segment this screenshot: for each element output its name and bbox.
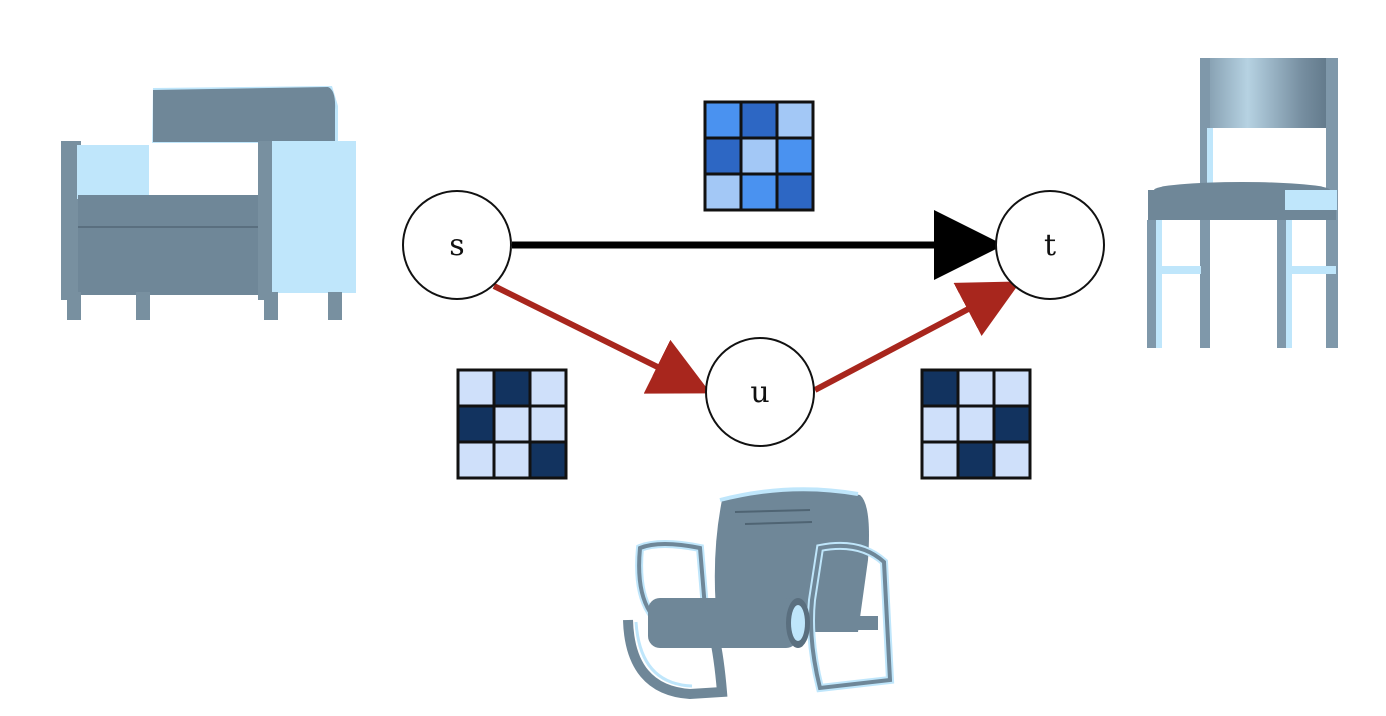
matrix-top-cell-0-0 bbox=[703, 100, 743, 140]
matrix-top-cell-1-0 bbox=[703, 136, 743, 176]
matrix-top-cell-1-1 bbox=[739, 136, 779, 176]
matrix-left-cell-2-1 bbox=[492, 440, 532, 480]
node-t-circle bbox=[995, 190, 1105, 300]
matrix-left-cell-0-1 bbox=[492, 368, 532, 408]
matrix-left-cell-1-2 bbox=[528, 404, 568, 444]
matrix-right-cell-1-2 bbox=[992, 404, 1032, 444]
matrix-left-cell-2-0 bbox=[456, 440, 496, 480]
edge-u-to-t bbox=[813, 281, 1021, 393]
matrix-left-cell-0-0 bbox=[456, 368, 496, 408]
matrix-right-cell-0-2 bbox=[992, 368, 1032, 408]
matrix-top bbox=[703, 100, 815, 212]
matrix-right bbox=[920, 368, 1032, 480]
matrix-left-cell-1-0 bbox=[456, 404, 496, 444]
matrix-right-cell-2-2 bbox=[992, 440, 1032, 480]
matrix-top-cell-0-2 bbox=[775, 100, 815, 140]
side-chair-icon bbox=[1147, 58, 1338, 348]
matrix-left bbox=[456, 368, 568, 480]
node-u-circle bbox=[705, 337, 815, 447]
lounge-chair-icon bbox=[623, 487, 895, 700]
matrix-left-cell-0-2 bbox=[528, 368, 568, 408]
matrix-top-cell-0-1 bbox=[739, 100, 779, 140]
edge-layer bbox=[492, 210, 1021, 394]
matrix-top-cell-1-2 bbox=[775, 136, 815, 176]
edge-s-to-u bbox=[492, 283, 711, 394]
matrix-left-cell-1-1 bbox=[492, 404, 532, 444]
matrix-right-cell-0-1 bbox=[956, 368, 996, 408]
node-s: s bbox=[402, 190, 512, 300]
matrix-left-cell-2-2 bbox=[528, 440, 568, 480]
matrix-right-cell-2-1 bbox=[956, 440, 996, 480]
matrix-right-cell-2-0 bbox=[920, 440, 960, 480]
node-u-label: u bbox=[750, 375, 769, 410]
matrix-right-cell-1-1 bbox=[956, 404, 996, 444]
matrix-top-cell-2-2 bbox=[775, 172, 815, 212]
matrix-right-cell-0-0 bbox=[920, 368, 960, 408]
armchair-icon bbox=[61, 86, 356, 320]
matrix-top-cell-2-0 bbox=[703, 172, 743, 212]
matrix-right-cell-1-0 bbox=[920, 404, 960, 444]
node-t-label: t bbox=[1044, 228, 1056, 263]
node-s-label: s bbox=[449, 228, 464, 263]
node-s-circle bbox=[402, 190, 512, 300]
matrix-top-cell-2-1 bbox=[739, 172, 779, 212]
node-t: t bbox=[995, 190, 1105, 300]
node-u: u bbox=[705, 337, 815, 447]
